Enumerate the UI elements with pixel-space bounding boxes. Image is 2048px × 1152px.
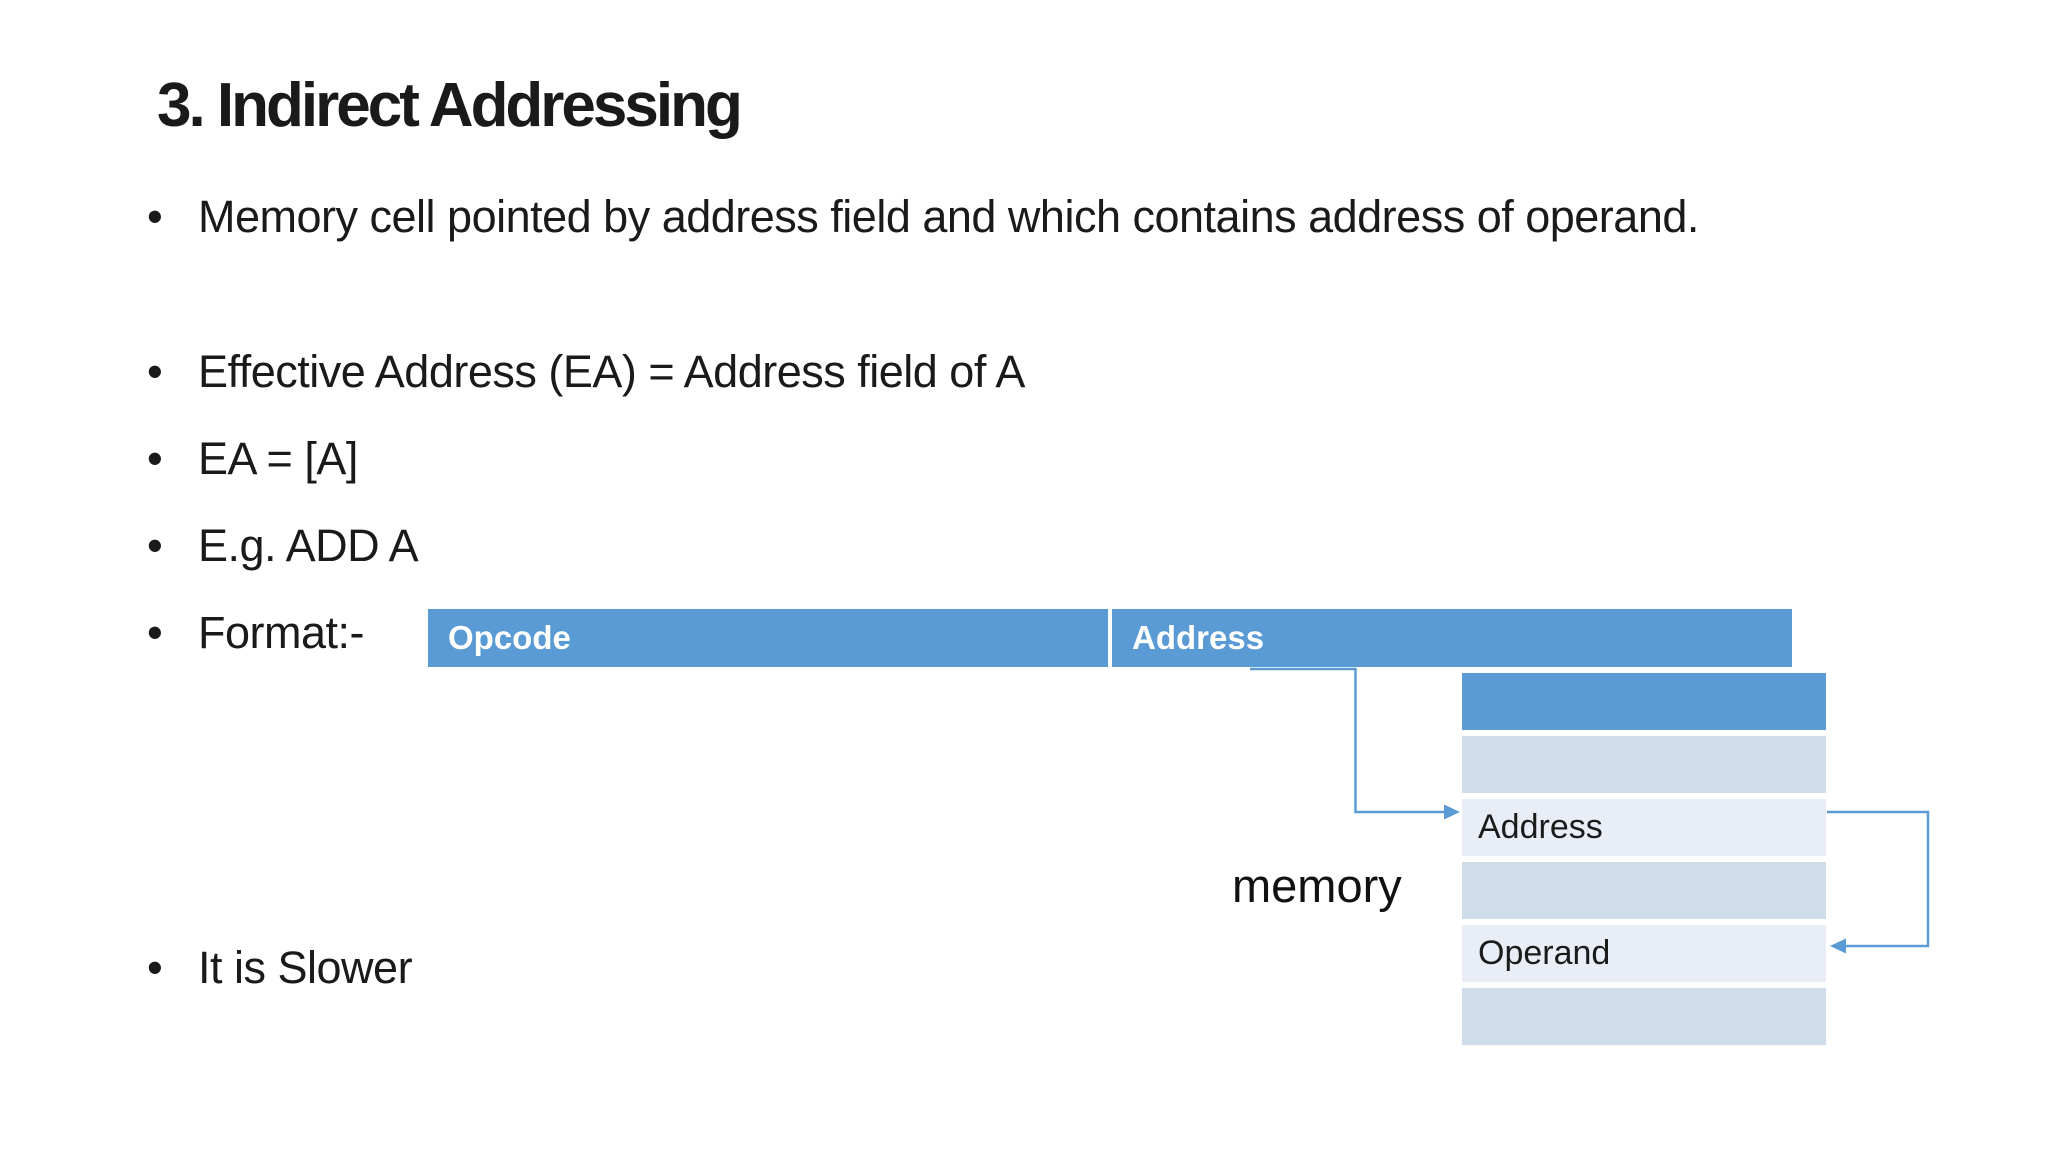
bullet-text: EA = [A] xyxy=(198,433,358,484)
bullet-text: Format:- xyxy=(198,607,365,658)
opcode-field: Opcode xyxy=(428,609,1108,667)
bullet-text: Effective Address (EA) = Address field o… xyxy=(198,346,1025,397)
memory-label: memory xyxy=(1232,859,1402,912)
bullet-item-slower: It is Slower xyxy=(147,934,1767,1001)
memory-row-address: Address xyxy=(1462,799,1826,856)
bullet-item-format: Format:- xyxy=(147,599,1767,666)
arrow-address-row-to-operand-row xyxy=(1827,810,1930,954)
opcode-label: Opcode xyxy=(448,619,571,656)
memory-row-empty xyxy=(1462,988,1826,1045)
address-label: Address xyxy=(1132,619,1265,656)
memory-row-operand: Operand xyxy=(1462,925,1826,982)
bullet-text: E.g. ADD A xyxy=(198,520,419,571)
bullet-item-ea-equation: EA = [A] xyxy=(147,425,1767,492)
bullet-text: Memory cell pointed by address field and… xyxy=(198,191,1699,242)
bullet-item-memory-cell: Memory cell pointed by address field and… xyxy=(147,183,1767,250)
memory-row-empty xyxy=(1462,862,1826,919)
arrow-addressfield-to-address-row xyxy=(1250,667,1460,820)
memory-table: Address Operand xyxy=(1462,673,1826,1045)
bullet-item-example: E.g. ADD A xyxy=(147,512,1767,579)
bullet-text: It is Slower xyxy=(198,942,413,993)
memory-row-empty xyxy=(1462,736,1826,793)
address-field: Address xyxy=(1112,609,1792,667)
slide-title: 3. Indirect Addressing xyxy=(157,71,743,140)
bullet-item-effective-address: Effective Address (EA) = Address field o… xyxy=(147,338,1767,405)
instruction-format-bar: Opcode Address xyxy=(428,609,1792,667)
memory-row-header xyxy=(1462,673,1826,730)
